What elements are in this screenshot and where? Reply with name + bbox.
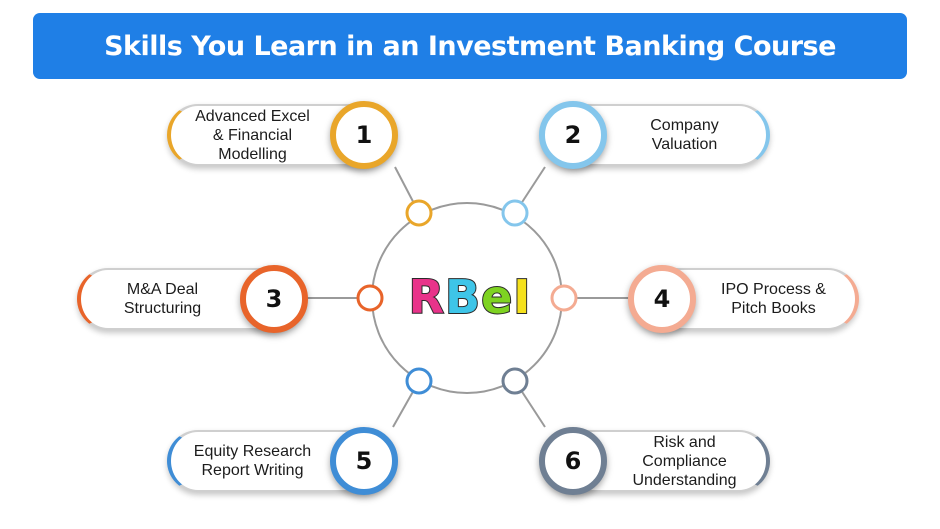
logo-letter: R bbox=[408, 269, 446, 325]
skill-number-badge: 3 bbox=[240, 265, 308, 333]
rbei-logo: R B e I bbox=[408, 268, 532, 326]
skill-card-2: 2 Company Valuation bbox=[539, 101, 770, 169]
logo-letter: I bbox=[512, 269, 532, 325]
skill-card-5: Equity Research Report Writing 5 bbox=[167, 427, 398, 495]
skill-label: Equity Research Report Writing bbox=[193, 443, 312, 479]
node-6 bbox=[501, 367, 529, 395]
skill-label: Risk and Compliance Understanding bbox=[632, 433, 737, 489]
node-3 bbox=[356, 284, 384, 312]
logo-letter: e bbox=[480, 269, 514, 325]
skill-number-badge: 1 bbox=[330, 101, 398, 169]
skill-number-badge: 5 bbox=[330, 427, 398, 495]
skill-label: IPO Process & Pitch Books bbox=[721, 281, 826, 317]
skill-number-badge: 4 bbox=[628, 265, 696, 333]
title-banner: Skills You Learn in an Investment Bankin… bbox=[33, 13, 907, 79]
skill-label: Company Valuation bbox=[650, 117, 719, 153]
skill-label: M&A Deal Structuring bbox=[123, 281, 202, 317]
skill-card-4: 4 IPO Process & Pitch Books bbox=[628, 265, 859, 333]
skill-card-6: 6 Risk and Compliance Understanding bbox=[539, 427, 770, 495]
skill-label: Advanced Excel & Financial Modelling bbox=[195, 107, 310, 163]
node-1 bbox=[405, 199, 433, 227]
skill-card-3: M&A Deal Structuring 3 bbox=[77, 265, 308, 333]
node-5 bbox=[405, 367, 433, 395]
page-title: Skills You Learn in an Investment Bankin… bbox=[104, 30, 836, 62]
skill-number-badge: 2 bbox=[539, 101, 607, 169]
logo-letter: B bbox=[444, 269, 482, 325]
skill-number-badge: 6 bbox=[539, 427, 607, 495]
node-2 bbox=[501, 199, 529, 227]
skill-card-1: Advanced Excel & Financial Modelling 1 bbox=[167, 101, 398, 169]
node-4 bbox=[550, 284, 578, 312]
